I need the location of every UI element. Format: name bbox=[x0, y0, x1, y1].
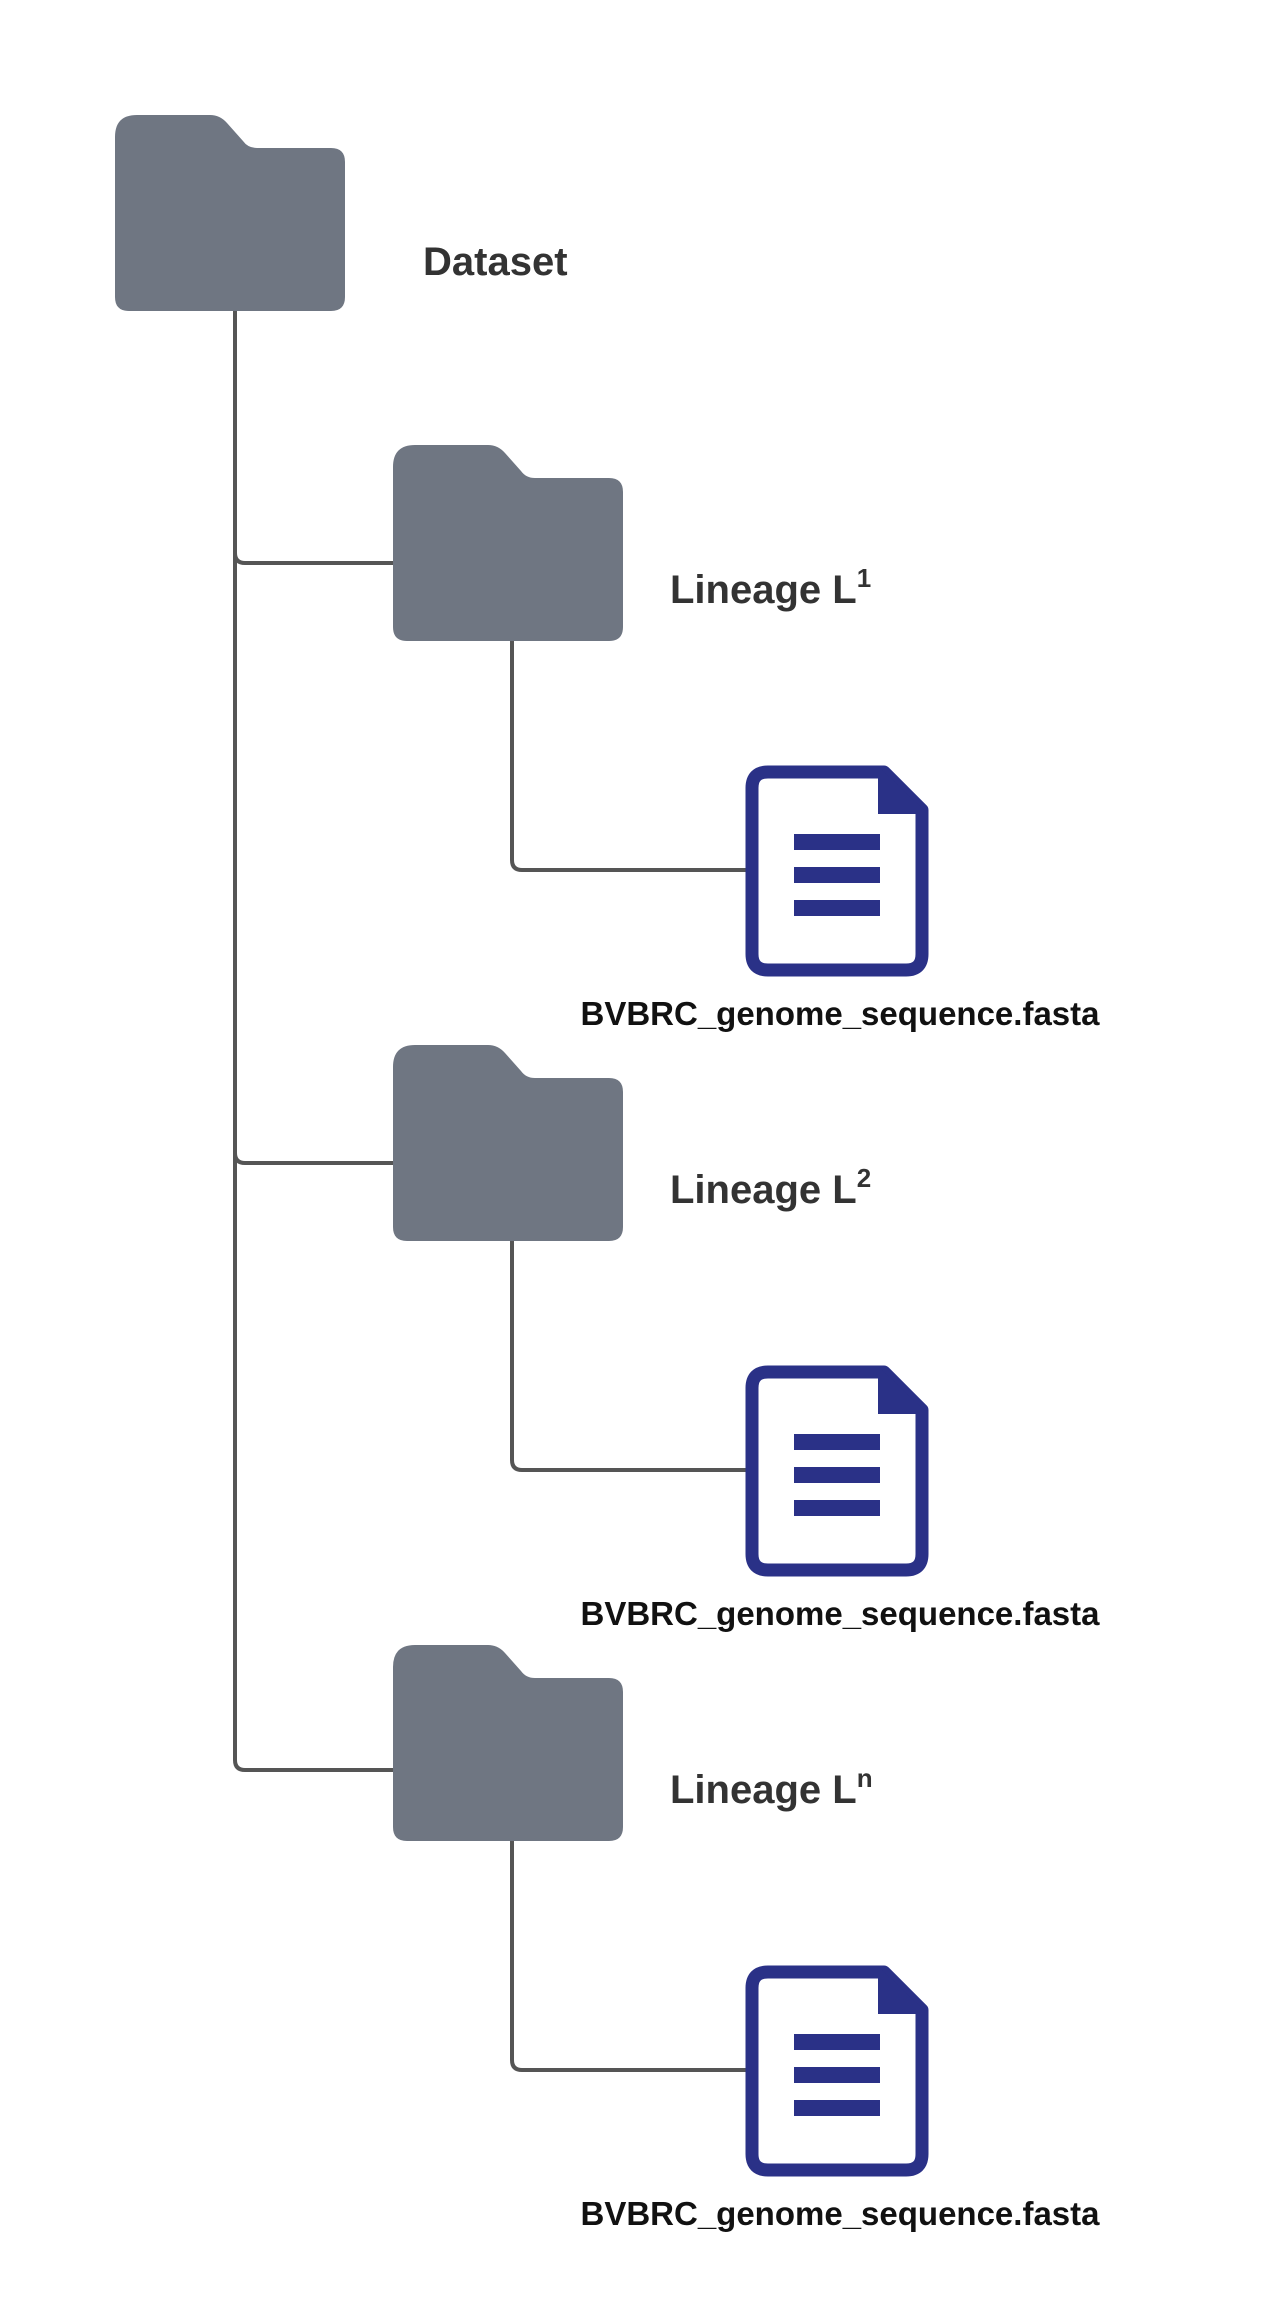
document-icon bbox=[745, 1365, 929, 1577]
lineage-label: Lineage L1 bbox=[670, 565, 871, 612]
file-connector bbox=[510, 639, 754, 872]
file-name-text: BVBRC_genome_sequence.fasta bbox=[580, 1595, 1100, 1632]
dataset-label-text: Dataset bbox=[423, 240, 568, 284]
file-name-label: BVBRC_genome_sequence.fasta bbox=[560, 1597, 1120, 1630]
dataset-label: Dataset bbox=[423, 242, 568, 282]
lineage-label-text: Lineage L bbox=[670, 568, 857, 612]
trunk-connector bbox=[233, 309, 397, 1772]
branch-connector bbox=[233, 551, 397, 565]
lineage-label-text: Lineage L bbox=[670, 1168, 857, 1212]
lineage-superscript: n bbox=[856, 1763, 873, 1793]
tree-nodes bbox=[115, 115, 929, 2177]
file-name-text: BVBRC_genome_sequence.fasta bbox=[580, 2195, 1100, 2232]
file-connector bbox=[510, 1839, 754, 2072]
branch-connector bbox=[233, 1151, 397, 1165]
file-name-label: BVBRC_genome_sequence.fasta bbox=[560, 997, 1120, 1030]
tree-connectors bbox=[233, 309, 754, 2072]
file-name-text: BVBRC_genome_sequence.fasta bbox=[580, 995, 1100, 1032]
lineage-superscript: 2 bbox=[856, 1163, 872, 1193]
lineage-superscript: 1 bbox=[856, 563, 872, 593]
lineage-folder-icon bbox=[393, 1045, 623, 1241]
lineage-folder-icon bbox=[393, 1645, 623, 1841]
document-icon bbox=[745, 1965, 929, 2177]
lineage-label: Lineage Ln bbox=[670, 1765, 873, 1812]
dataset-folder-icon bbox=[115, 115, 345, 311]
lineage-folder-icon bbox=[393, 445, 623, 641]
document-icon bbox=[745, 765, 929, 977]
file-name-label: BVBRC_genome_sequence.fasta bbox=[560, 2197, 1120, 2230]
lineage-label-text: Lineage L bbox=[670, 1768, 857, 1812]
file-connector bbox=[510, 1239, 754, 1472]
lineage-label: Lineage L2 bbox=[670, 1165, 871, 1212]
